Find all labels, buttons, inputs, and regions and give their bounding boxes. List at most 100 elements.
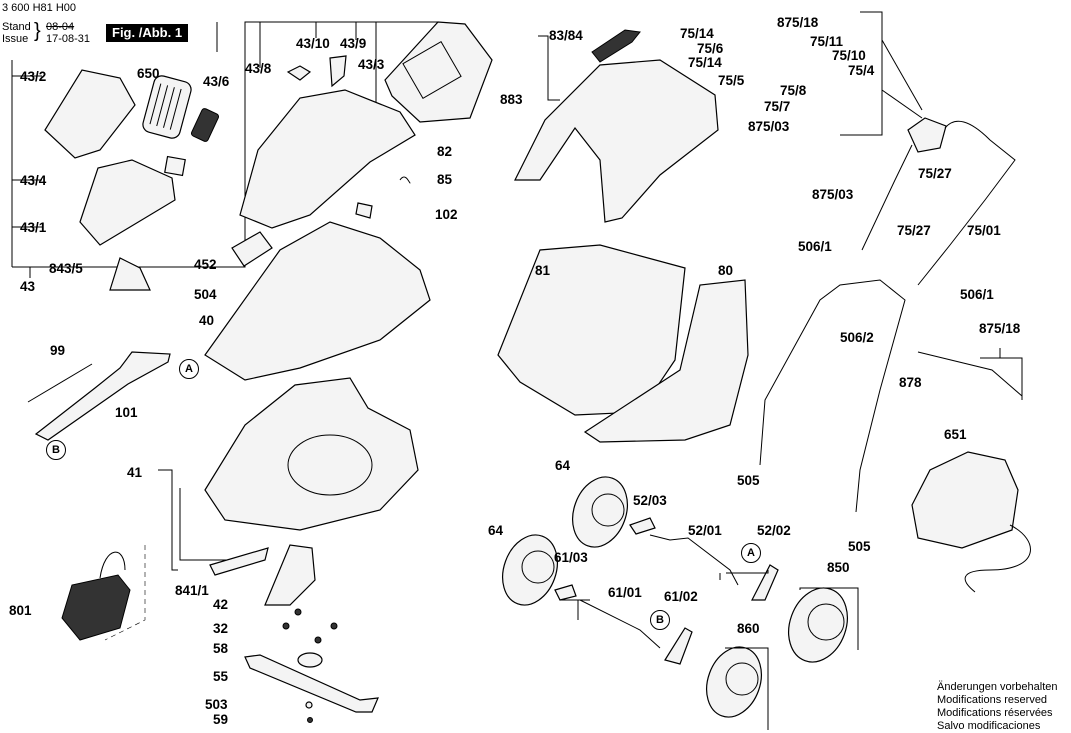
callout-452: 452 <box>194 257 217 272</box>
callout-75-7: 75/7 <box>764 99 791 114</box>
stand-label: Stand <box>2 21 31 33</box>
notice-line-fr: Modifications réservées <box>937 707 1053 719</box>
callout-102: 102 <box>435 207 458 222</box>
callout-75-01: 75/01 <box>967 223 1001 238</box>
callout-843-5: 843/5 <box>49 261 83 276</box>
callout-503: 503 <box>205 697 228 712</box>
callout-75-5: 75/5 <box>718 73 745 88</box>
callout-52-03: 52/03 <box>633 493 667 508</box>
callout-59: 59 <box>213 712 229 727</box>
callout-82: 82 <box>437 144 453 159</box>
lid-82 <box>384 21 493 123</box>
callout-875-18-top: 875/18 <box>777 15 819 30</box>
marker-a-right: A <box>741 543 761 563</box>
callout-75-14-bottom: 75/14 <box>688 55 722 70</box>
part-number: 3 600 H81 H00 <box>2 2 76 14</box>
marker-b-right: B <box>650 610 670 630</box>
callout-52-02: 52/02 <box>757 523 791 538</box>
bracket-52-02 <box>751 564 779 601</box>
callout-841-1: 841/1 <box>175 583 209 598</box>
clip-843-5 <box>109 257 151 291</box>
callout-505-right: 505 <box>848 539 871 554</box>
marker-b-left: B <box>46 440 66 460</box>
module-43-6 <box>190 108 220 142</box>
callout-801: 801 <box>9 603 32 618</box>
marker-a-left: A <box>179 359 199 379</box>
wheel-front-upper <box>572 476 628 548</box>
callout-505-left: 505 <box>737 473 760 488</box>
callout-61-03: 61/03 <box>554 550 588 565</box>
callout-43-10: 43/10 <box>296 36 330 51</box>
motor-801 <box>61 574 131 641</box>
callout-43-4: 43/4 <box>20 173 47 188</box>
brace: } <box>34 20 41 42</box>
battery-650 <box>142 75 192 139</box>
callout-61-02: 61/02 <box>664 589 698 604</box>
blade-55 <box>244 654 379 713</box>
switch-housing-43-3 <box>239 89 416 229</box>
wheel-850 <box>788 587 848 663</box>
flap-883 <box>514 59 719 223</box>
callout-83-84: 83/84 <box>549 28 583 43</box>
callout-64-top: 64 <box>555 458 571 473</box>
figure-badge: Fig. /Abb. 1 <box>106 24 189 42</box>
callout-860: 860 <box>737 621 760 636</box>
callout-878: 878 <box>899 375 922 390</box>
guard-42 <box>264 544 316 606</box>
callout-42: 42 <box>213 597 229 612</box>
bracket-61-02 <box>664 627 693 665</box>
callout-651: 651 <box>944 427 967 442</box>
chassis-41 <box>204 377 419 531</box>
lever-101 <box>34 351 171 441</box>
callout-504: 504 <box>194 287 217 302</box>
callout-64-bottom: 64 <box>488 523 504 538</box>
bag-81 <box>497 244 686 416</box>
stand-value: 08-04 <box>46 21 75 33</box>
battery-housing-43-1 <box>79 159 176 246</box>
callout-875-03: 875/03 <box>812 187 854 202</box>
callout-99: 99 <box>50 343 66 358</box>
handle-knob <box>907 117 947 153</box>
callout-75-27-bottom: 75/27 <box>897 223 931 238</box>
callout-506-2: 506/2 <box>840 330 874 345</box>
callout-75-4: 75/4 <box>848 63 875 78</box>
callout-883: 883 <box>500 92 523 107</box>
callout-850: 850 <box>827 560 850 575</box>
callout-75-8: 75/8 <box>780 83 807 98</box>
callout-81: 81 <box>535 263 551 278</box>
callout-43-9: 43/9 <box>340 36 367 51</box>
issue-value: 17-08-31 <box>46 33 91 45</box>
axle-52-01 <box>649 534 739 586</box>
hub-58 <box>297 652 323 668</box>
bosch-badge-452 <box>231 231 273 267</box>
bag-frame-80 <box>583 279 749 443</box>
lid-window-grid <box>402 40 462 100</box>
wheel-front-lower <box>502 534 558 606</box>
battery-cover-43-2 <box>44 69 136 159</box>
callout-43-6: 43/6 <box>203 74 230 89</box>
issue-label: Issue <box>2 33 29 45</box>
callout-43-3: 43/3 <box>358 57 385 72</box>
callout-58: 58 <box>213 641 229 656</box>
callout-43-1: 43/1 <box>20 220 47 235</box>
deck-40 <box>204 221 431 381</box>
callout-32: 32 <box>213 621 229 636</box>
charger-651 <box>911 451 1019 549</box>
handle-lower-878 <box>759 279 906 513</box>
callout-875-03-top: 875/03 <box>748 119 790 134</box>
axle-61-01 <box>579 599 661 649</box>
callout-41: 41 <box>127 465 143 480</box>
callout-52-01: 52/01 <box>688 523 722 538</box>
callout-43-8: 43/8 <box>245 61 272 76</box>
callout-506-1-left: 506/1 <box>798 239 832 254</box>
callout-506-1-right: 506/1 <box>960 287 994 302</box>
wheel-860 <box>706 646 762 718</box>
callout-40: 40 <box>199 313 215 328</box>
spring-99 <box>27 363 93 403</box>
handle-upper-75-01 <box>917 120 1016 286</box>
callout-43: 43 <box>20 279 36 294</box>
callout-75-11: 75/11 <box>810 34 844 49</box>
callout-101: 101 <box>115 405 138 420</box>
callout-75-10: 75/10 <box>832 48 866 63</box>
